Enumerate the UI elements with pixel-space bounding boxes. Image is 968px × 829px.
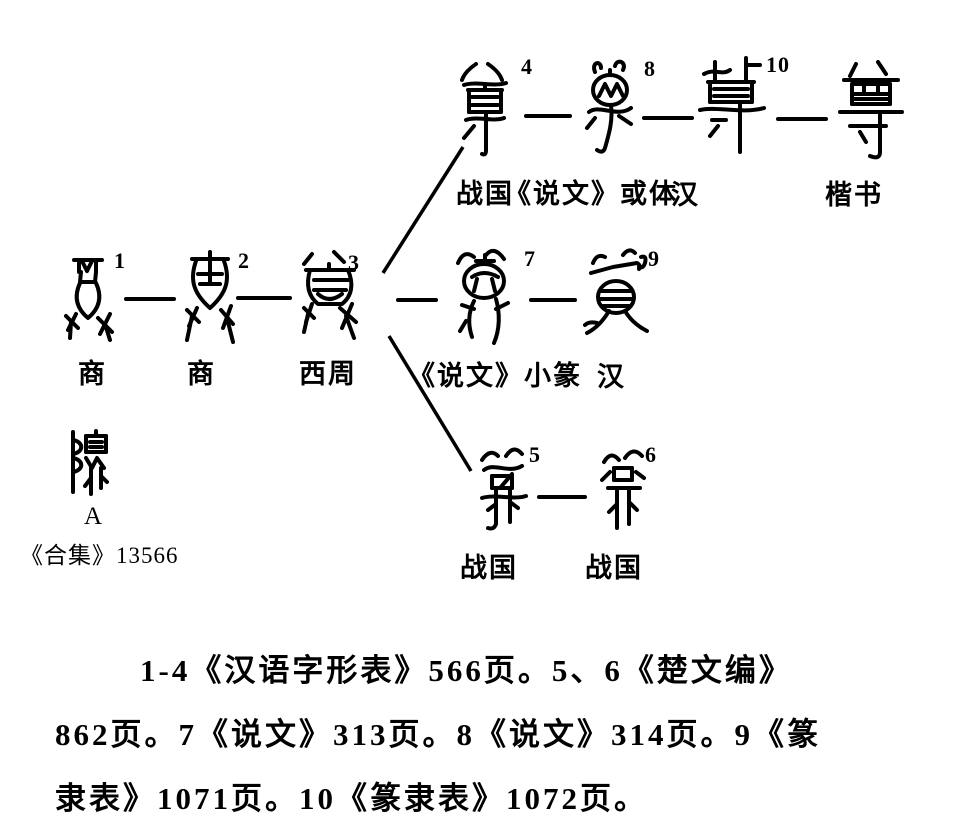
connector-dash (776, 117, 828, 121)
connector-dash (537, 495, 587, 499)
connector-dash (529, 298, 577, 302)
variant-letter: A (84, 503, 104, 530)
form-number-2: 2 (238, 248, 250, 273)
glyph-form-7-shuowen-small-seal (448, 243, 524, 347)
glyph-form-8-shuowen-variant (581, 58, 641, 162)
label-form-1-period: 商 (78, 359, 107, 389)
glyph-form-10-han-clerical (698, 56, 768, 160)
connector-dash (124, 297, 176, 301)
label-form-7-period: 《说文》小篆 (408, 361, 582, 391)
form-number-8: 8 (644, 56, 656, 81)
connector-dash (642, 116, 694, 120)
connector-dash (236, 296, 292, 300)
connector-dash (396, 298, 438, 302)
label-form-10-period: 汉 (671, 180, 700, 210)
footnote-line-3: 隶表》1071页。10《篆隶表》1072页。 (55, 781, 648, 816)
form-number-1: 1 (114, 248, 126, 273)
form-number-4: 4 (521, 54, 533, 79)
glyph-regular-script-zun (834, 60, 906, 164)
glyph-variant-a-oracle (64, 428, 112, 504)
glyph-form-3-western-zhou (296, 248, 362, 344)
label-form-2-period: 商 (187, 359, 216, 389)
variant-source: 《合集》13566 (20, 543, 179, 568)
glyph-form-5-warring-states-chu (474, 444, 532, 534)
label-form-9-period: 汉 (597, 362, 626, 392)
connector-dash (524, 114, 572, 118)
glyph-form-2-shang-bronze (183, 250, 237, 344)
label-regular-script: 楷书 (825, 180, 883, 210)
form-number-10: 10 (766, 52, 790, 77)
glyph-form-6-warring-states-chu (598, 444, 648, 536)
footnote-line-1: 1-4《汉语字形表》566页。5、6《楚文编》 (140, 653, 793, 688)
label-form-5-period: 战国 (460, 553, 518, 583)
label-form-4-period: 战国 (456, 179, 514, 209)
label-form-8-period: 《说文》或体 (504, 179, 678, 209)
label-form-6-period: 战国 (585, 553, 643, 583)
glyph-form-1-shang-oracle (62, 252, 120, 344)
form-number-9: 9 (648, 246, 660, 271)
form-number-3: 3 (348, 250, 360, 275)
form-number-5: 5 (529, 442, 541, 467)
form-number-6: 6 (645, 442, 657, 467)
glyph-form-4-warring-states (456, 60, 514, 160)
form-number-7: 7 (524, 246, 536, 271)
footnote-line-2: 862页。7《说文》313页。8《说文》314页。9《篆 (55, 717, 821, 752)
glyph-form-9-han (583, 245, 651, 341)
label-form-3-period: 西周 (299, 359, 357, 389)
